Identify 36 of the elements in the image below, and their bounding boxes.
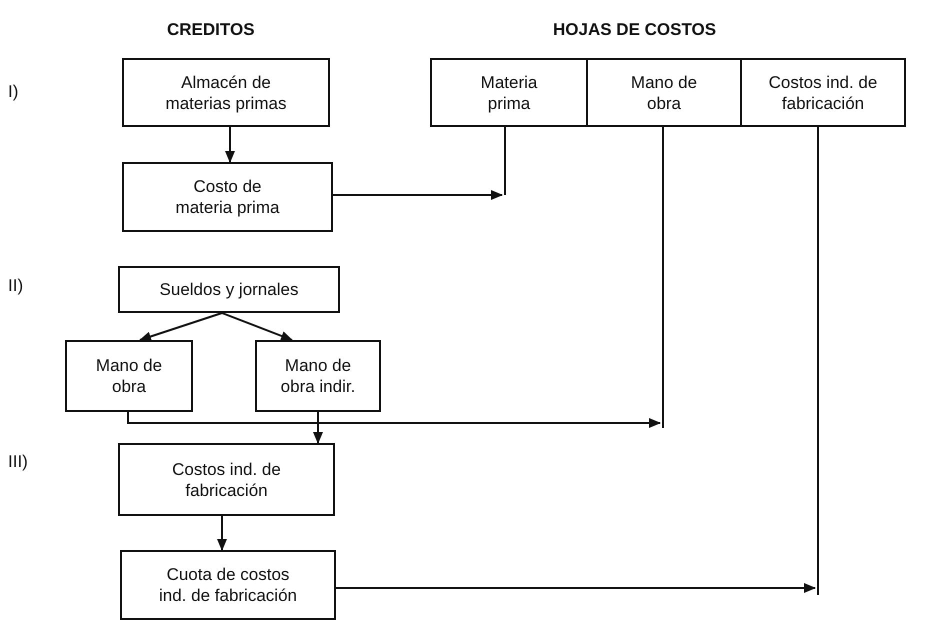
process-box (118, 443, 335, 516)
arrow (333, 190, 503, 200)
ledger-column-line (662, 127, 664, 428)
cost-sheet-column (740, 58, 906, 127)
cost-sheet-column (586, 58, 742, 127)
arrow (217, 516, 227, 551)
process-box (255, 340, 381, 412)
arrow (222, 312, 293, 341)
process-box (118, 266, 340, 313)
process-box (122, 162, 333, 232)
arrow (139, 312, 222, 342)
box-text: Almacén de materias primas (164, 72, 288, 114)
column-heading: CREDITOS (167, 20, 255, 40)
arrow (313, 412, 323, 444)
box-text: Mano de obra indir. (280, 355, 356, 397)
section-number: II) (8, 276, 24, 296)
arrow (336, 583, 816, 593)
ledger-column-line (817, 127, 819, 595)
section-number: III) (8, 452, 28, 472)
ledger-column-line (504, 127, 506, 195)
box-text: Sueldos y jornales (160, 279, 298, 300)
box-text: Mano de obra (94, 355, 164, 397)
box-text: Mano de obra (630, 72, 698, 114)
process-box (65, 340, 193, 412)
process-box (122, 58, 330, 127)
column-heading: HOJAS DE COSTOS (553, 20, 716, 40)
box-text: Cuota de costos ind. de fabricación (158, 564, 298, 606)
box-text: Costo de materia prima (174, 176, 280, 218)
section-number: I) (8, 82, 18, 102)
box-text: Materia prima (480, 72, 538, 114)
arrow (225, 127, 235, 163)
arrow (127, 412, 661, 428)
process-box (120, 550, 336, 620)
box-text: Costos ind. de fabricación (171, 458, 282, 500)
cost-sheet-column (430, 58, 588, 127)
box-text: Costos ind. de fabricación (768, 72, 878, 114)
